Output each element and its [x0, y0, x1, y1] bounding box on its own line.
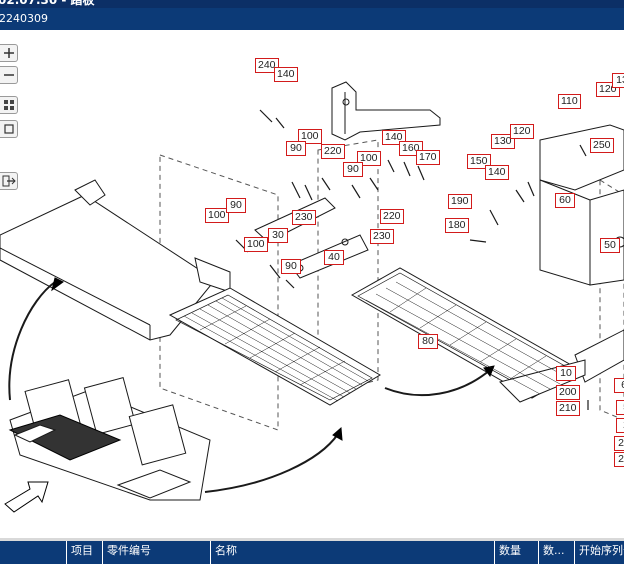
callout-100[interactable]: 100	[298, 129, 322, 144]
callout-210[interactable]: 210	[556, 401, 580, 416]
callout-170[interactable]: 170	[416, 150, 440, 165]
document-header: 2240309	[0, 8, 624, 30]
column-item[interactable]: 项目	[66, 541, 102, 564]
callout-5[interactable]: 5	[616, 400, 624, 415]
window-title: 02.07.30 - 踏板	[0, 0, 95, 7]
export-arrow-icon	[2, 175, 16, 187]
minus-icon	[3, 74, 14, 76]
plus-icon	[3, 48, 14, 58]
fit-all-button[interactable]	[0, 96, 18, 114]
callout-250[interactable]: 250	[590, 138, 614, 153]
callout-120b[interactable]: 120	[510, 124, 534, 139]
callout-100d[interactable]: 100	[244, 237, 268, 252]
parts-table-header: 项目 零件编号 名称 数量 数... 开始序列号	[0, 541, 624, 564]
exploded-parts-drawing	[0, 81, 624, 513]
callout-110[interactable]: 110	[558, 94, 581, 109]
callout-230[interactable]: 230	[292, 210, 316, 225]
callout-90d[interactable]: 90	[281, 259, 301, 274]
callout-30[interactable]: 30	[268, 228, 288, 243]
window-titlebar: 02.07.30 - 踏板	[0, 0, 624, 8]
callout-200[interactable]: 200	[556, 385, 580, 400]
callout-140c[interactable]: 140	[485, 165, 509, 180]
column-part-number[interactable]: 零件编号	[102, 541, 210, 564]
callout-220b[interactable]: 220	[380, 209, 404, 224]
callout-230b[interactable]: 230	[370, 229, 394, 244]
square-icon	[3, 124, 14, 134]
callout-90c[interactable]: 90	[226, 198, 246, 213]
callout-150[interactable]: 150	[467, 154, 491, 169]
callout-40[interactable]: 40	[324, 250, 344, 265]
callout-21[interactable]: 21	[614, 452, 624, 467]
document-id: 2240309	[0, 12, 48, 25]
callout-100b[interactable]: 100	[357, 151, 381, 166]
callout-180[interactable]: 180	[445, 218, 469, 233]
callout-20[interactable]: 20	[614, 436, 624, 451]
export-button[interactable]	[0, 172, 18, 190]
column-start-serial[interactable]: 开始序列号	[574, 541, 624, 564]
grid-icon	[3, 100, 14, 110]
callout-240[interactable]: 240	[255, 58, 279, 73]
actual-size-button[interactable]	[0, 120, 18, 138]
zoom-out-button[interactable]	[0, 66, 18, 84]
zoom-in-button[interactable]	[0, 44, 18, 62]
callout-190[interactable]: 190	[448, 194, 472, 209]
callout-50[interactable]: 50	[600, 238, 620, 253]
callout-2[interactable]: 2	[616, 418, 624, 433]
callout-100c[interactable]: 100	[205, 208, 229, 223]
callout-220[interactable]: 220	[321, 144, 345, 159]
callout-140[interactable]: 140	[274, 67, 298, 82]
column-qty-unit[interactable]: 数...	[538, 541, 574, 564]
callout-6[interactable]: 6	[614, 378, 624, 393]
column-name[interactable]: 名称	[210, 541, 494, 564]
callout-90b[interactable]: 90	[343, 162, 363, 177]
callout-130[interactable]: 130	[491, 134, 515, 149]
callout-13[interactable]: 13	[612, 73, 624, 88]
callout-90[interactable]: 90	[286, 141, 306, 156]
column-quantity[interactable]: 数量	[494, 541, 538, 564]
callout-80[interactable]: 80	[418, 334, 438, 349]
callout-60[interactable]: 60	[555, 193, 575, 208]
parts-diagram-canvas[interactable]: 240 140 110 120 13 100 90 220 140 160 17…	[0, 30, 624, 538]
splitter[interactable]	[0, 538, 624, 541]
callout-10[interactable]: 10	[556, 366, 576, 381]
